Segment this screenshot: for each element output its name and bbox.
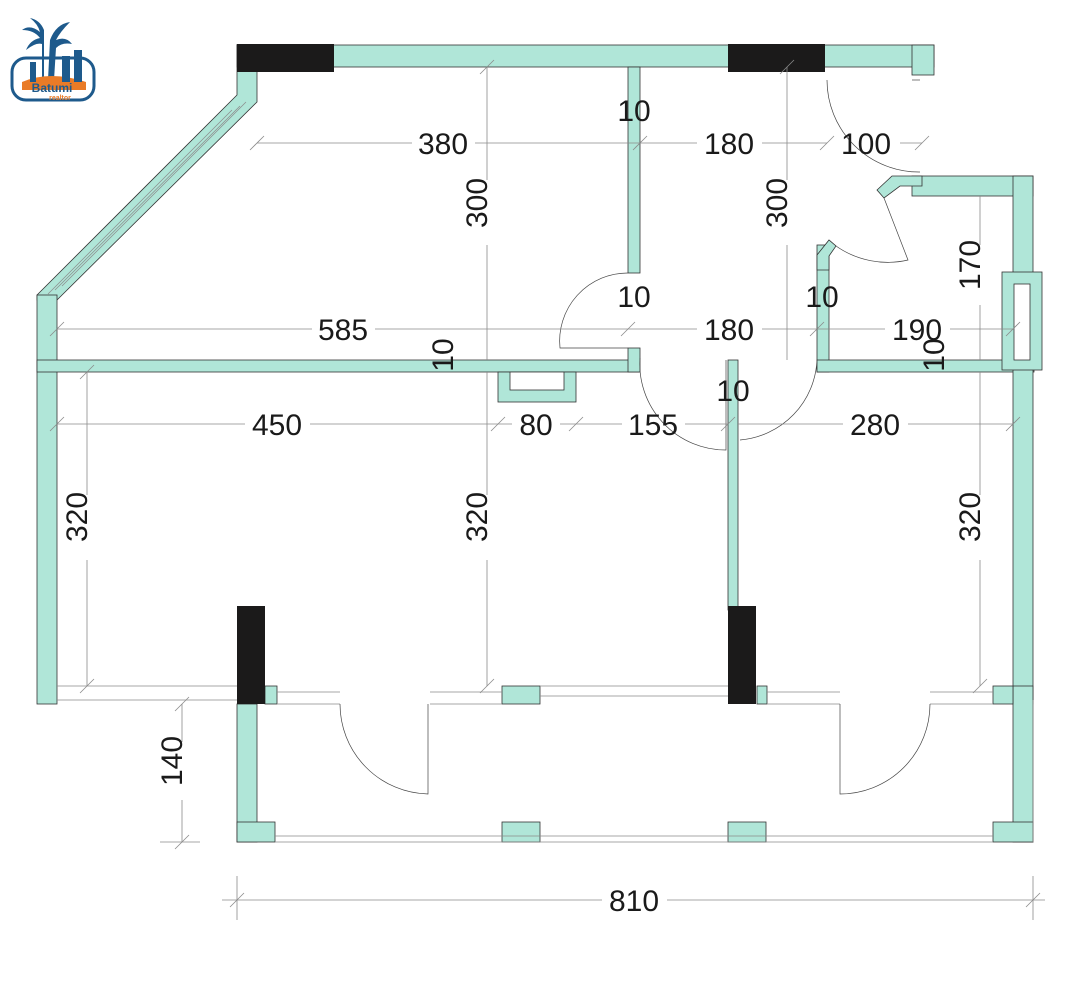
wall-balcony-bottom-right — [992, 821, 1034, 843]
pier-2 — [756, 685, 768, 705]
dim-label-450: 450 — [252, 409, 302, 442]
dim-label-320-left: 320 — [61, 492, 94, 542]
jamb-corridor — [816, 239, 837, 271]
dim-label-320-right: 320 — [954, 492, 987, 542]
dim-label-10-vertical-right: 10 — [918, 338, 951, 371]
door-arc-balcony-left — [339, 703, 429, 795]
palm-tree-logo-icon — [10, 18, 96, 102]
dim-label-810: 810 — [609, 885, 659, 918]
door-arc-right-room — [835, 197, 909, 263]
wall-top — [236, 44, 935, 68]
dim-label-180-top: 180 — [704, 128, 754, 161]
dimension-labels: 380 180 100 10 300 300 170 10 10 585 180… — [61, 95, 987, 918]
dim-label-10-lower: 10 — [716, 375, 749, 408]
wall-middle-stub — [627, 347, 641, 373]
dim-label-300-left: 300 — [461, 178, 494, 228]
wall-top-end — [911, 44, 935, 76]
columns — [237, 44, 825, 704]
wall-balcony-bottom-mid1 — [501, 821, 541, 843]
wall-middle-left — [36, 359, 640, 373]
dim-label-180-mid: 180 — [704, 314, 754, 347]
wall-right-exterior — [1012, 175, 1034, 705]
dim-label-320-center: 320 — [461, 492, 494, 542]
door-swings — [339, 79, 931, 795]
dimension-ticks — [49, 59, 1041, 908]
wall-balcony-left — [236, 703, 258, 843]
pier-3 — [264, 685, 278, 705]
dim-label-140: 140 — [156, 736, 189, 786]
logo-name: Batumi — [32, 81, 73, 95]
door-arc-balcony-right — [839, 703, 931, 795]
dim-label-170: 170 — [954, 240, 987, 290]
door-arc-upper-left — [559, 272, 629, 349]
dim-label-380: 380 — [418, 128, 468, 161]
dimension-lines — [57, 67, 1045, 920]
column-lower-left — [237, 606, 265, 704]
windows — [47, 101, 1034, 843]
dim-label-10-mid-left: 10 — [617, 281, 650, 314]
dim-label-100: 100 — [841, 128, 891, 161]
logo-tagline: realtor — [49, 95, 71, 102]
door-arc-corridor-right — [739, 359, 818, 441]
wall-balcony-bottom-left — [236, 821, 276, 843]
dim-label-10-mid-right: 10 — [805, 281, 838, 314]
wall-left — [36, 294, 58, 705]
door-arc-corridor-left — [639, 357, 727, 451]
column-lower-right — [728, 606, 756, 704]
dim-label-10-vertical-left: 10 — [427, 338, 460, 371]
dim-label-80: 80 — [519, 409, 552, 442]
door-arc-top-right — [826, 79, 921, 173]
dim-label-280: 280 — [850, 409, 900, 442]
pier-4 — [992, 685, 1014, 705]
wall-balcony-bottom-mid2 — [727, 821, 767, 843]
column-top-right — [728, 44, 825, 72]
dim-label-585: 585 — [318, 314, 368, 347]
wall-partition-top — [627, 66, 641, 274]
dim-label-300-right: 300 — [761, 178, 794, 228]
dim-label-155: 155 — [628, 409, 678, 442]
wall-balcony-right — [1012, 685, 1034, 843]
dim-label-10-upper: 10 — [617, 95, 650, 128]
walls — [36, 43, 1043, 843]
dim-label-190: 190 — [892, 314, 942, 347]
pier-1 — [501, 685, 541, 705]
company-logo: Batumi realtor — [10, 18, 96, 102]
column-top-left — [237, 44, 334, 72]
